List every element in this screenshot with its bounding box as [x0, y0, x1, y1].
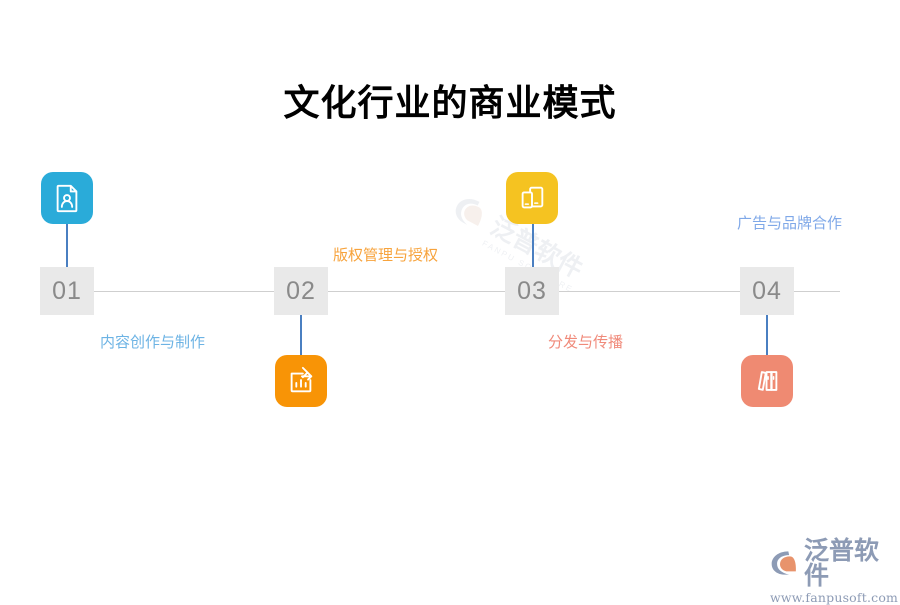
logo-mark-icon	[771, 551, 796, 575]
fanpu-logo[interactable]: 泛普软件 www.fanpusoft.com	[770, 538, 898, 605]
devices-icon-glyph	[521, 186, 544, 209]
logo-url: www.fanpusoft.com	[770, 590, 899, 605]
document-person-icon-glyph	[56, 184, 78, 213]
connector-stem-04	[766, 314, 768, 356]
step-caption-03: 分发与传播	[548, 333, 624, 351]
connector-stem-01	[66, 224, 68, 268]
logo-text: 泛普软件	[804, 536, 880, 590]
step-number-01: 01	[40, 267, 94, 315]
bar-chart-arrow-icon-glyph	[290, 366, 313, 393]
connector-stem-03	[532, 224, 534, 268]
page-title: 文化行业的商业模式	[283, 82, 617, 124]
books-icon-glyph	[757, 371, 778, 391]
document-person-icon[interactable]	[41, 172, 93, 224]
timeline-rail	[40, 291, 840, 292]
logo-row: 泛普软件	[770, 538, 892, 588]
watermark-logo-mark	[455, 199, 482, 227]
connector-stem-02	[300, 314, 302, 356]
bar-chart-arrow-icon[interactable]	[275, 355, 327, 407]
books-icon[interactable]	[741, 355, 793, 407]
step-number-04: 04	[740, 267, 794, 315]
step-number-02: 02	[274, 267, 328, 315]
devices-icon[interactable]	[506, 172, 558, 224]
step-caption-01: 内容创作与制作	[100, 333, 206, 351]
step-number-03: 03	[505, 267, 559, 315]
step-caption-04: 广告与品牌合作	[737, 214, 843, 232]
step-caption-02: 版权管理与授权	[333, 246, 439, 264]
